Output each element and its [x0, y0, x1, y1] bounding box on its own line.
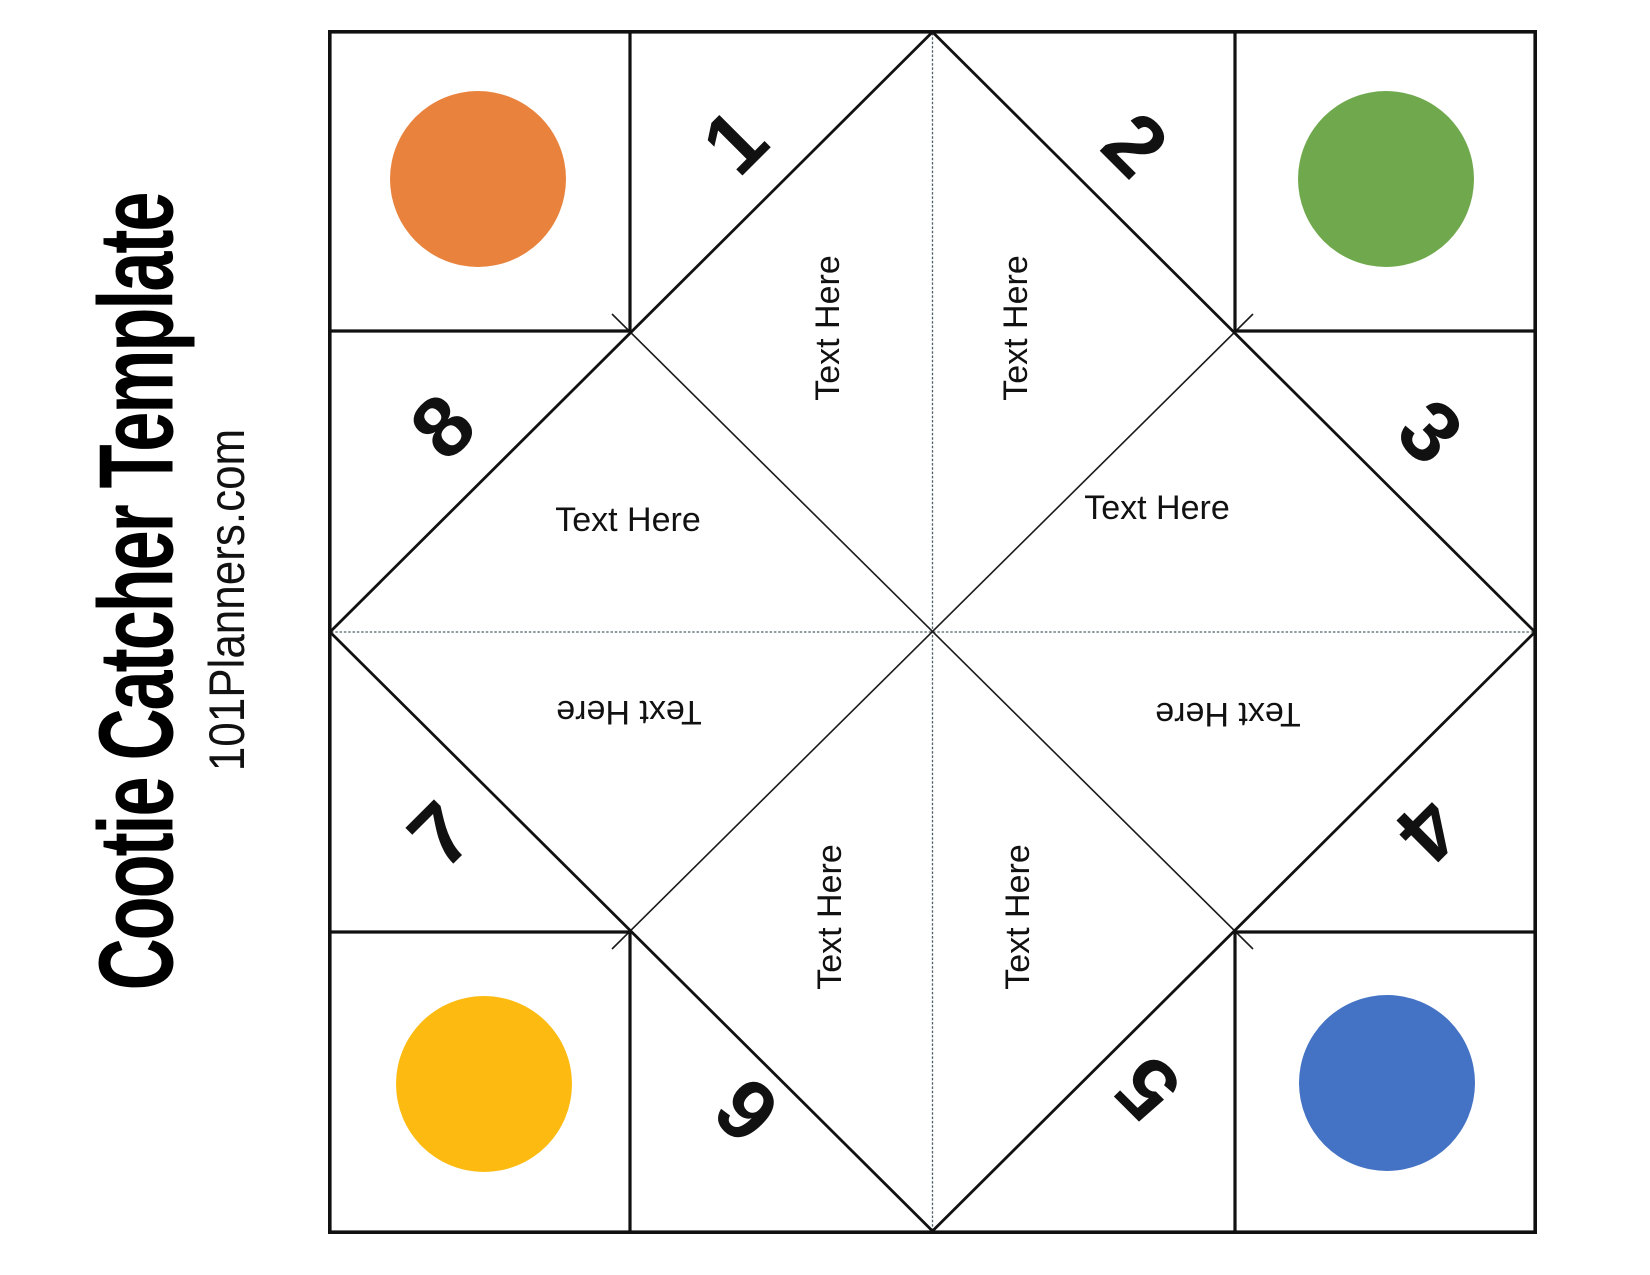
corner-circle-green: [1298, 91, 1474, 267]
text-slot-top-left-vertical: Text Here: [809, 255, 847, 401]
corner-square-edges: [330, 32, 1535, 1231]
website-label: 101Planners.com: [199, 428, 255, 772]
corner-circle-yellow: [396, 996, 572, 1172]
text-slot-top-right-vertical: Text Here: [997, 255, 1035, 401]
page-title: Cootie Catcher Template: [77, 193, 196, 991]
corner-circle-blue: [1299, 995, 1475, 1171]
diamond-fold-outline: [328, 30, 1537, 1233]
text-slot-right-lower-inverted: Text Here: [1155, 695, 1301, 733]
text-slot-bottom-left-vertical: Text Here: [811, 844, 849, 990]
diagonal-fold-guides: [611, 313, 1254, 950]
text-slot-left-lower-inverted: Text Here: [556, 693, 702, 731]
corner-circle-orange: [390, 91, 566, 267]
text-slot-right-upper: Text Here: [1084, 489, 1230, 527]
text-slot-left-upper: Text Here: [555, 501, 701, 539]
cootie-catcher-template: 1 2 3 4 5 6 7 8 Text Here Text Here Text…: [328, 30, 1537, 1234]
text-slot-bottom-right-vertical: Text Here: [999, 844, 1037, 990]
